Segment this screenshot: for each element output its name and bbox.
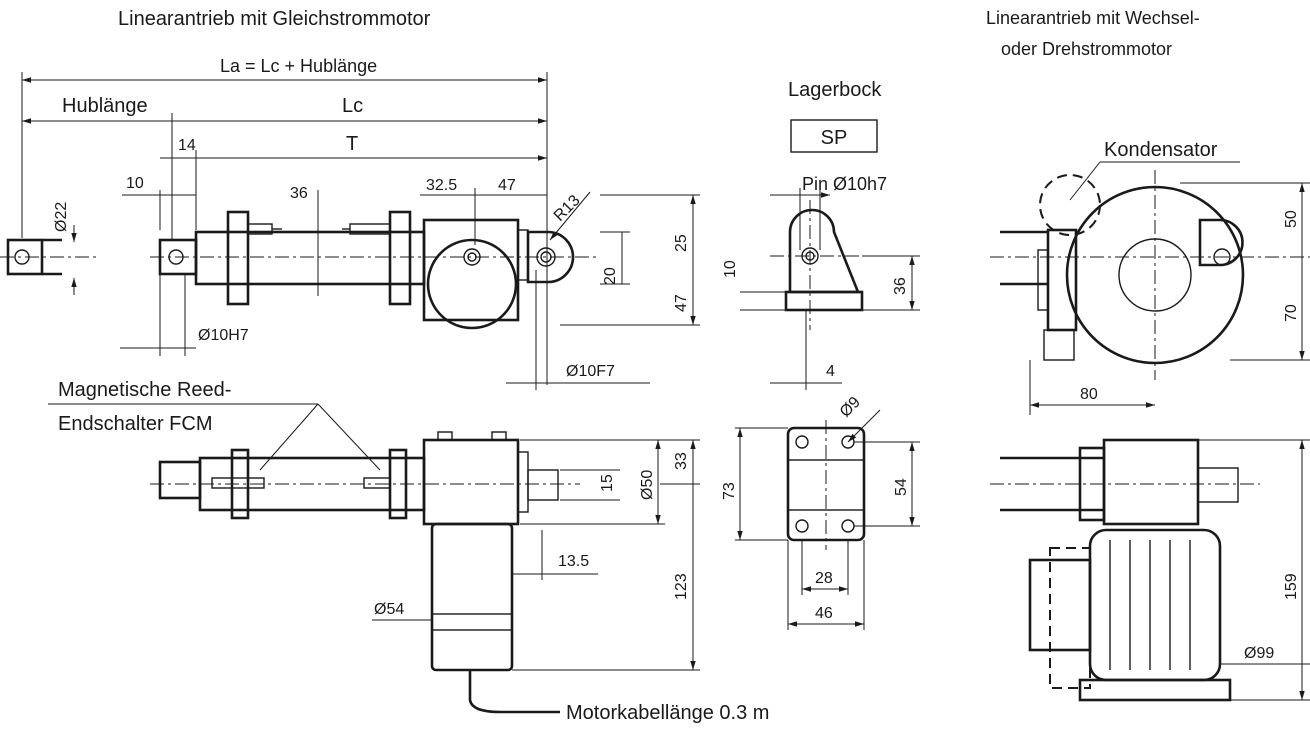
- dc-actuator-title: Linearantrieb mit Gleichstrommotor: [118, 8, 431, 30]
- dim-36: 36: [290, 185, 308, 202]
- bracket-side-view: Pin Ø10h7 10 36 4: [722, 174, 920, 390]
- bracket-dim-d9: Ø9: [837, 394, 864, 421]
- dim-d50: Ø50: [639, 470, 656, 500]
- dim-47-v: 47: [673, 294, 690, 312]
- capacitor-label: Kondensator: [1104, 139, 1218, 161]
- dim-d54: Ø54: [374, 601, 404, 618]
- dc-top-view: Magnetische Reed- Endschalter FCM Motork…: [48, 379, 769, 724]
- ac-top-view: 159 Ø99: [990, 438, 1310, 702]
- dim-20: 20: [602, 267, 619, 285]
- dim-32-5: 32.5: [426, 177, 457, 194]
- bracket-dim-4: 4: [826, 363, 835, 380]
- lc-label: Lc: [342, 95, 363, 117]
- dim-13-5: 13.5: [558, 553, 589, 570]
- motor-cable-label: Motorkabellänge 0.3 m: [566, 702, 769, 724]
- dim-10: 10: [126, 175, 144, 192]
- dim-123: 123: [673, 573, 690, 600]
- bracket-code-box: SP: [790, 119, 878, 153]
- ac-actuator-title-line2: oder Drehstrommotor: [1001, 39, 1172, 59]
- t-label: T: [346, 133, 358, 155]
- ac-dim-d99: Ø99: [1244, 645, 1274, 662]
- ac-dim-50: 50: [1283, 210, 1300, 228]
- dim-14: 14: [178, 137, 196, 154]
- bracket-title: Lagerbock: [788, 79, 882, 101]
- dim-33: 33: [673, 452, 690, 470]
- bracket-dim-73: 73: [721, 482, 738, 500]
- dim-15: 15: [599, 474, 616, 492]
- dim-d22: Ø22: [53, 202, 70, 232]
- la-label: La = Lc + Hublänge: [220, 56, 377, 76]
- dc-side-view: La = Lc + Hublänge Hublänge Lc T 14 10 3…: [0, 56, 700, 390]
- dim-d10f7: Ø10F7: [566, 363, 615, 380]
- dim-d10h7: Ø10H7: [198, 327, 249, 344]
- ac-actuator-title-line1: Linearantrieb mit Wechsel-: [986, 8, 1200, 28]
- ac-dim-159: 159: [1283, 573, 1300, 600]
- bracket-dim-46: 46: [815, 605, 833, 622]
- ac-dim-70: 70: [1283, 304, 1300, 322]
- bracket-top-view: Ø9 73 54 28 46: [721, 394, 920, 630]
- bracket-dim-10: 10: [722, 260, 739, 278]
- bracket-dim-36: 36: [892, 277, 909, 295]
- bracket-pin-label: Pin Ø10h7: [802, 174, 887, 194]
- dim-25: 25: [673, 234, 690, 252]
- ac-side-view: Kondensator 50 70 80: [990, 139, 1310, 415]
- stroke-label: Hublänge: [62, 95, 148, 117]
- bracket-dim-54: 54: [893, 478, 910, 496]
- reed-switch-label-line2: Endschalter FCM: [58, 413, 213, 435]
- reed-switch-label-line1: Magnetische Reed-: [58, 379, 231, 401]
- bracket-code: SP: [821, 127, 848, 149]
- bracket-dim-28: 28: [815, 570, 833, 587]
- ac-dim-80: 80: [1080, 386, 1098, 403]
- dim-47: 47: [498, 177, 516, 194]
